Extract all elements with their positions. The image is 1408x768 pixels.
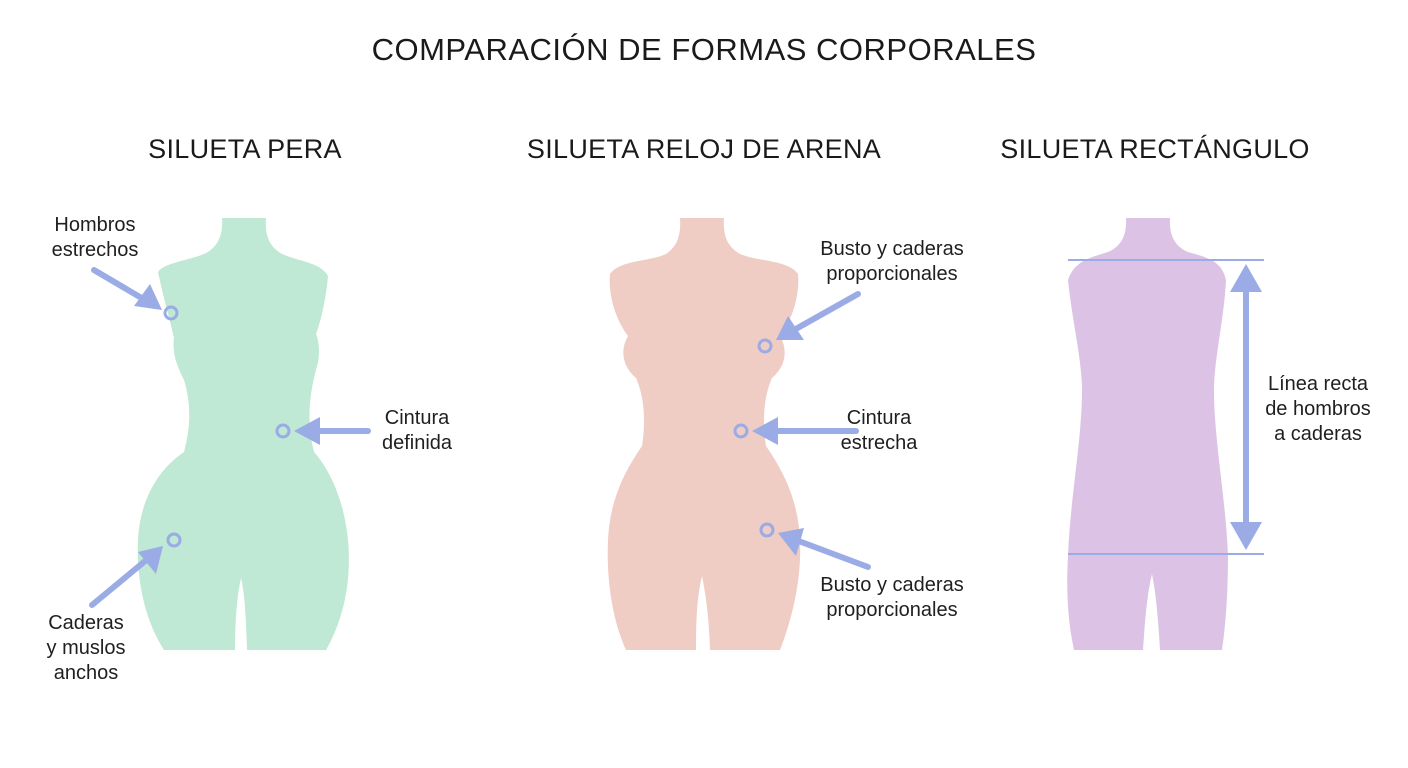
rectangle-panel-title: SILUETA RECTÁNGULO — [1000, 134, 1310, 164]
hourglass-hips-arrow — [759, 522, 871, 570]
hourglass-waist-arrow — [733, 417, 859, 445]
pear-shoulders-line1: Hombros — [54, 214, 136, 236]
hourglass-waist-label: Cintura estrecha — [820, 406, 938, 456]
rectangle-line-line1: Línea recta — [1267, 373, 1369, 395]
pear-silhouette — [137, 218, 349, 650]
pear-waist-label: Cintura definida — [362, 406, 472, 456]
pear-waist-arrow — [275, 417, 371, 445]
pear-hips-arrow — [89, 532, 182, 608]
hourglass-hips-label: Busto y caderas proporcionales — [802, 573, 982, 623]
rectangle-line-line3: a caderas — [1274, 423, 1362, 445]
hourglass-bust-line1: Busto y caderas — [820, 238, 964, 260]
hourglass-bust-arrow — [757, 291, 861, 354]
rectangle-measure — [1068, 259, 1264, 555]
rectangle-silhouette — [1067, 218, 1228, 650]
pear-shoulders-label: Hombros estrechos — [30, 213, 160, 263]
pear-hips-line2: y muslos — [46, 637, 126, 659]
rectangle-line-label: Línea recta de hombros a caderas — [1250, 372, 1386, 447]
page-title: COMPARACIÓN DE FORMAS CORPORALES — [371, 32, 1037, 67]
hourglass-bust-label: Busto y caderas proporcionales — [802, 237, 982, 287]
pear-shoulders-line2: estrechos — [51, 239, 139, 261]
pear-panel-title: SILUETA PERA — [148, 134, 342, 164]
pear-waist-line1: Cintura — [384, 407, 450, 429]
hourglass-hips-line1: Busto y caderas — [820, 574, 964, 596]
rectangle-line-line2: de hombros — [1265, 398, 1371, 420]
pear-hips-line3: anchos — [53, 662, 119, 684]
pear-waist-line2: definida — [381, 432, 453, 454]
pear-hips-line1: Caderas — [48, 612, 124, 634]
hourglass-hips-line2: proporcionales — [826, 599, 958, 621]
pear-shoulders-arrow — [91, 267, 179, 321]
hourglass-panel-title: SILUETA RELOJ DE ARENA — [526, 134, 882, 164]
hourglass-waist-line2: estrecha — [840, 432, 918, 454]
pear-hips-label: Caderas y muslos anchos — [26, 611, 146, 686]
hourglass-waist-line1: Cintura — [846, 407, 912, 429]
hourglass-silhouette — [607, 218, 801, 650]
hourglass-bust-line2: proporcionales — [826, 263, 958, 285]
